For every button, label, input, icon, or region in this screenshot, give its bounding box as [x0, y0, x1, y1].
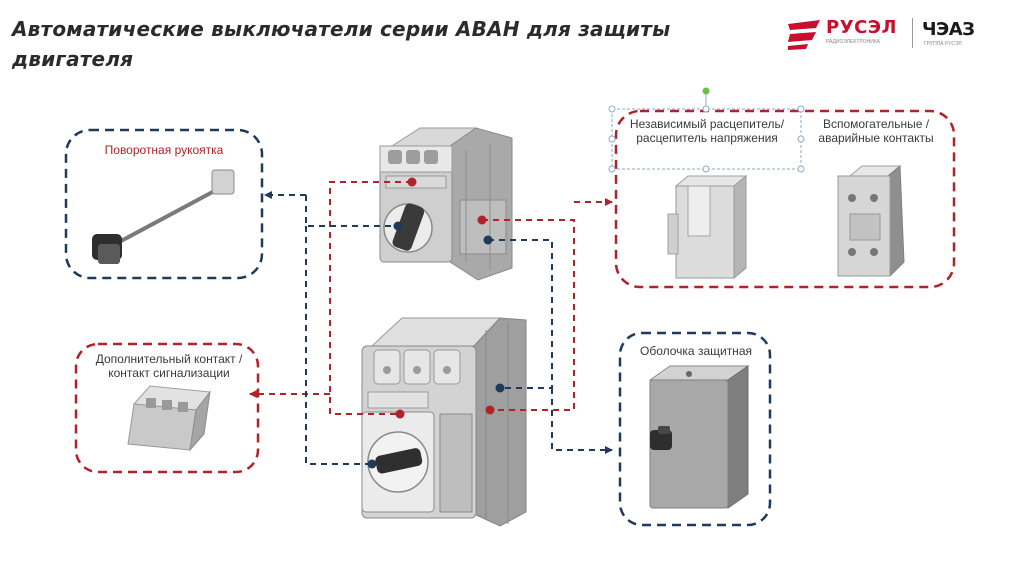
rusel-logo-name: РУСЭЛ	[826, 17, 897, 38]
shunt-release-label[interactable]: Независимый расцепитель/ расцепитель нап…	[629, 117, 785, 145]
release-contacts-box	[614, 109, 956, 289]
navy-connector-lines	[264, 191, 613, 465]
logo-area: РУСЭЛ РАДИОЭЛЕКТРОНИКА ЧЭАЗ ГРУППА РУСЭЛ	[786, 14, 1012, 54]
enclosure-box	[618, 331, 772, 527]
cheaz-logo-tagline: ГРУППА РУСЭЛ	[924, 41, 962, 47]
rotary-handle-label: Поворотная рукоятка	[104, 143, 224, 157]
breaker-small-image	[379, 127, 513, 281]
rotary-handle-image	[92, 169, 235, 264]
rusel-logo-icon	[788, 20, 820, 50]
extra-contact-box	[74, 342, 260, 474]
page-title: Автоматические выключатели серии АВАН дл…	[12, 17, 671, 71]
red-connector-lines	[249, 181, 613, 415]
shunt-release-image	[667, 174, 748, 280]
cheaz-logo-name: ЧЭАЗ	[922, 19, 975, 40]
connection-points	[367, 177, 505, 469]
breaker-large-image	[361, 317, 527, 527]
extra-contact-label: Дополнительный контакт / контакт сигнали…	[95, 352, 243, 380]
rotary-handle-box	[64, 128, 264, 280]
aux-contacts-label: Вспомогательные / аварийные контакты	[818, 117, 934, 145]
text-selection-frame[interactable]	[608, 87, 805, 173]
aux-contacts-image	[837, 164, 905, 278]
enclosure-image	[648, 365, 750, 509]
rusel-logo-tagline: РАДИОЭЛЕКТРОНИКА	[826, 39, 880, 45]
logo-divider	[912, 18, 913, 48]
extra-contact-image	[127, 385, 211, 452]
enclosure-label: Оболочка защитная	[640, 344, 752, 358]
